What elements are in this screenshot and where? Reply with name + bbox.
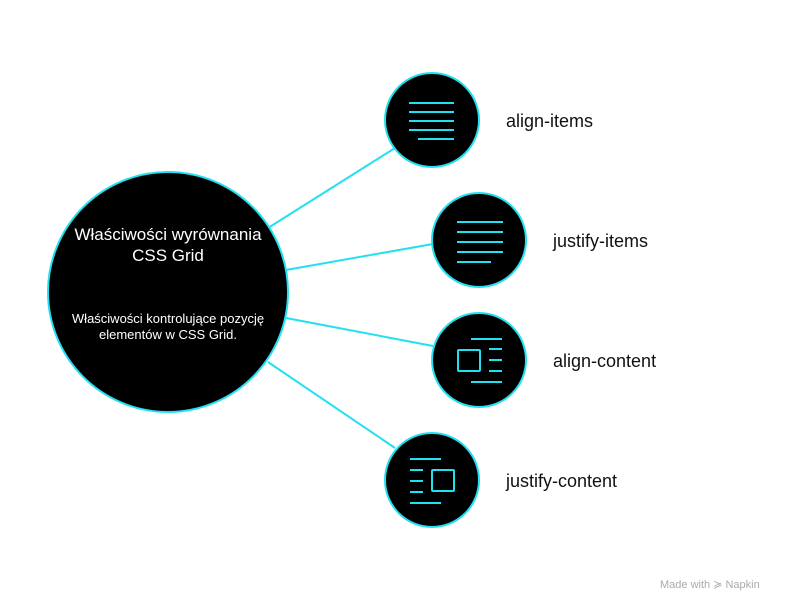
footer-brand: Napkin	[725, 579, 760, 591]
lines-left-box-icon	[410, 458, 455, 504]
node-justify-items	[431, 192, 527, 288]
connector-align-items	[267, 147, 396, 229]
connector-align-content	[285, 317, 434, 347]
label-justify-items: justify-items	[553, 231, 649, 251]
center-title: Właściwości wyrównania CSS Grid	[74, 225, 262, 265]
label-align-content: align-content	[553, 351, 657, 371]
connector-justify-items	[285, 243, 434, 271]
box-left-lines-icon	[457, 338, 502, 383]
napkin-logo-icon: ≽	[713, 579, 723, 591]
align-lines-right-icon	[409, 102, 454, 140]
connector-justify-content	[267, 361, 396, 449]
center-node	[47, 171, 289, 413]
footer-credit[interactable]: Made with ≽ Napkin	[660, 578, 760, 591]
center-description: Właściwości kontrolujące pozycję element…	[71, 311, 265, 342]
justify-lines-left-icon	[457, 221, 503, 263]
footer-text: Made with	[660, 579, 711, 591]
label-align-items: align-items	[506, 111, 594, 131]
label-justify-content: justify-content	[506, 471, 618, 491]
